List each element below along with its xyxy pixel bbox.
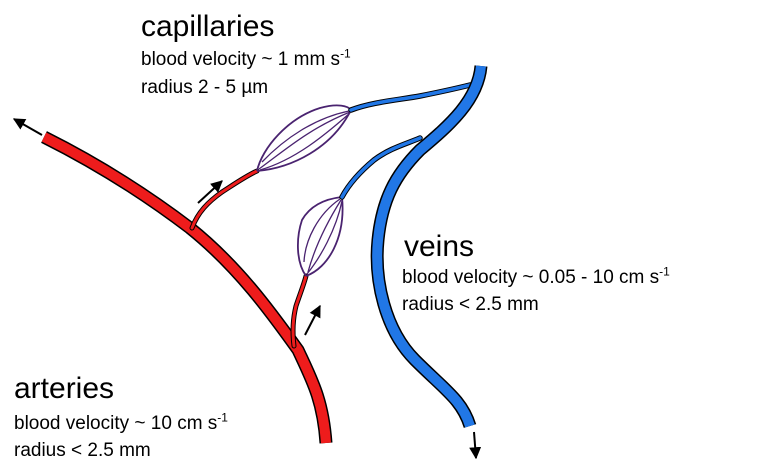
- capillaries-title: capillaries: [141, 12, 274, 42]
- veins-velocity-text: blood velocity ~ 0.05 - 10 cm s: [402, 267, 659, 288]
- veins-title: veins: [404, 232, 474, 262]
- veins-radius: radius < 2.5 mm: [402, 295, 539, 314]
- arteries-velocity-text: blood velocity ~ 10 cm s: [14, 413, 217, 434]
- upper-capillary-bed: [257, 105, 351, 171]
- capillaries-radius: radius 2 - 5 µm: [141, 78, 268, 97]
- arteries-radius: radius < 2.5 mm: [14, 441, 151, 460]
- capillaries-velocity: blood velocity ~ 1 mm s-1: [141, 50, 351, 69]
- veins-velocity: blood velocity ~ 0.05 - 10 cm s-1: [402, 268, 670, 287]
- arteries-velocity-exponent: -1: [217, 411, 228, 425]
- arrow-lower-arteriole: [305, 306, 320, 335]
- arteries-title: arteries: [14, 374, 114, 404]
- lower-capillary-bed: [298, 197, 343, 276]
- arrow-artery-out: [14, 119, 42, 135]
- capillaries-velocity-text: blood velocity ~ 1 mm s: [141, 49, 340, 70]
- arteries-velocity: blood velocity ~ 10 cm s-1: [14, 414, 228, 433]
- arrow-vein-out: [474, 432, 476, 458]
- veins-velocity-exponent: -1: [659, 265, 670, 279]
- capillaries-velocity-exponent: -1: [340, 47, 351, 61]
